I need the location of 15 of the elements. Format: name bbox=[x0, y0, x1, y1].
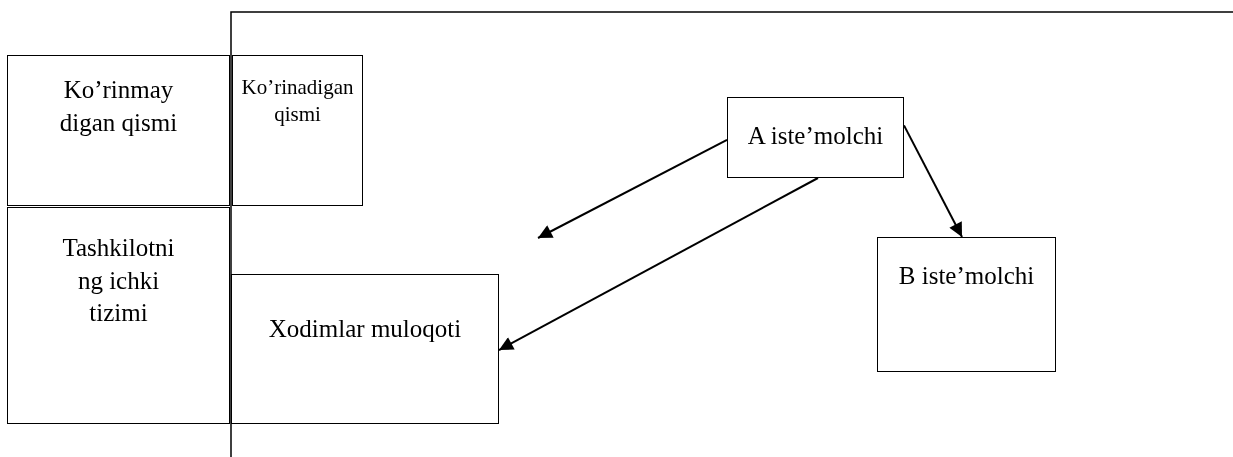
box-label: Ko’rinmay digan qismi bbox=[58, 75, 179, 138]
box-label: Tashkilotni ng ichki tizimi bbox=[61, 233, 176, 328]
arrow bbox=[903, 124, 964, 238]
text-box bbox=[7, 55, 230, 206]
text-box bbox=[727, 97, 904, 178]
arrow bbox=[498, 177, 819, 352]
box-label: B iste’molchi bbox=[897, 261, 1036, 291]
box-label: Xodimlar muloqoti bbox=[267, 314, 463, 344]
box-label: A iste’molchi bbox=[746, 121, 885, 151]
text-box bbox=[7, 207, 230, 424]
text-box bbox=[232, 55, 363, 206]
text-box bbox=[877, 237, 1056, 372]
arrow bbox=[537, 138, 728, 239]
text-box bbox=[231, 274, 499, 424]
box-label: Ko’rinadigan qismi bbox=[240, 74, 355, 129]
